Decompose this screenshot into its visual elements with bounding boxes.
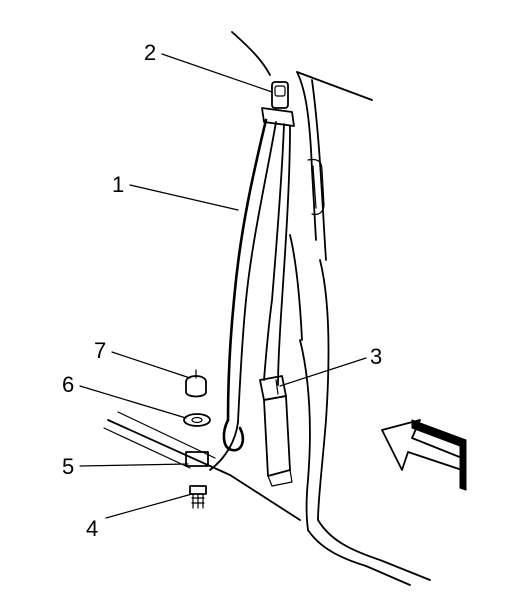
- leader-7: [111, 351, 191, 379]
- leader-6: [79, 385, 187, 419]
- callout-labels: 2 1 3 7 6 5 4: [62, 40, 382, 541]
- view-direction-arrow-icon: [381, 419, 467, 491]
- callout-4: 4: [86, 516, 98, 541]
- leader-4: [105, 493, 193, 519]
- leader-lines: [79, 53, 367, 519]
- leader-3: [279, 357, 367, 387]
- buckle-assembly: [259, 375, 293, 487]
- leader-2: [161, 53, 273, 93]
- callout-2: 2: [144, 40, 156, 65]
- anchor-hardware: [183, 369, 211, 509]
- seat-belt-webbing: [209, 118, 291, 471]
- vehicle-pillar: [103, 31, 431, 586]
- leader-5: [79, 463, 189, 467]
- callout-7: 7: [94, 338, 106, 363]
- callout-1: 1: [112, 172, 124, 197]
- callout-5: 5: [62, 454, 74, 479]
- upper-guide-bracket: [261, 81, 295, 127]
- callout-6: 6: [62, 372, 74, 397]
- callout-3: 3: [370, 344, 382, 369]
- leader-1: [129, 184, 239, 211]
